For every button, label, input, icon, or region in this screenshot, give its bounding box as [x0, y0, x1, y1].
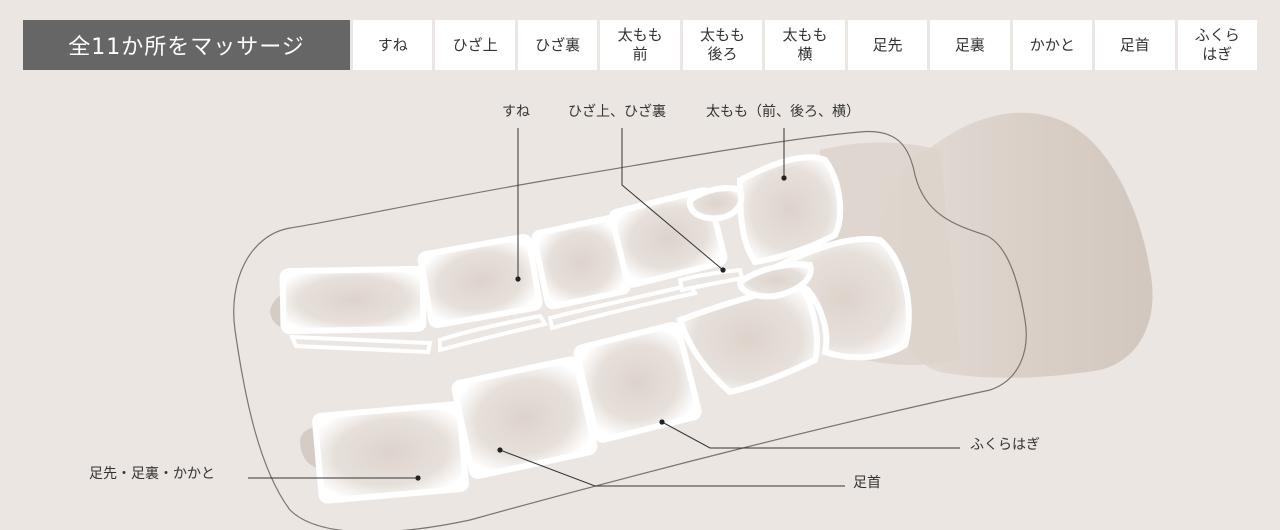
zone-tab-hiza-ue[interactable]: ひざ上 — [435, 20, 515, 70]
zone-tab-kakato[interactable]: かかと — [1012, 20, 1093, 70]
upper-strips — [288, 267, 745, 355]
callout-hiza: ひざ上、ひざ裏 — [568, 104, 666, 120]
zone-tab-momo-yoko[interactable]: 太もも 横 — [765, 20, 845, 70]
leader-lines — [248, 128, 960, 487]
callout-fukurahagi: ふくらはぎ — [970, 437, 1040, 453]
zone-tab-ashisaki[interactable]: 足先 — [847, 20, 928, 70]
zone-tab-bar: 全11か所をマッサージ すね ひざ上 ひざ裏 太もも 前 太もも 後ろ 太もも … — [23, 20, 1257, 70]
leader-dots — [415, 175, 787, 481]
chamber-upper-2 — [417, 233, 543, 329]
zone-tab-sune[interactable]: すね — [353, 20, 433, 70]
chamber-upper-5 — [736, 154, 844, 266]
upper-chamber-row — [279, 154, 844, 335]
callout-ashikubi: 足首 — [853, 475, 881, 491]
callout-sune: すね — [502, 104, 530, 120]
callout-momo: 太もも（前、後ろ、横） — [706, 104, 860, 120]
chamber-upper-1 — [279, 265, 427, 335]
zone-tab-ashiura[interactable]: 足裏 — [930, 20, 1010, 70]
chamber-lower-1 — [312, 401, 469, 504]
lower-chamber-row — [312, 236, 912, 504]
chamber-lower-3 — [573, 321, 702, 443]
zone-tab-momo-mae[interactable]: 太もも 前 — [600, 20, 680, 70]
zone-tab-ashikubi[interactable]: 足首 — [1095, 20, 1175, 70]
callout-ashisaki: 足先・足裏・かかと — [89, 466, 215, 482]
zone-tab-fukurahagi[interactable]: ふくら はぎ — [1177, 20, 1257, 70]
zone-tab-momo-ushiro[interactable]: 太もも 後ろ — [682, 20, 763, 70]
chamber-lower-4 — [676, 281, 820, 396]
chamber-lower-2 — [451, 356, 598, 479]
boot-outline — [233, 130, 1027, 530]
header-title: 全11か所をマッサージ — [23, 20, 350, 70]
zone-tab-hiza-ura[interactable]: ひざ裏 — [517, 20, 598, 70]
